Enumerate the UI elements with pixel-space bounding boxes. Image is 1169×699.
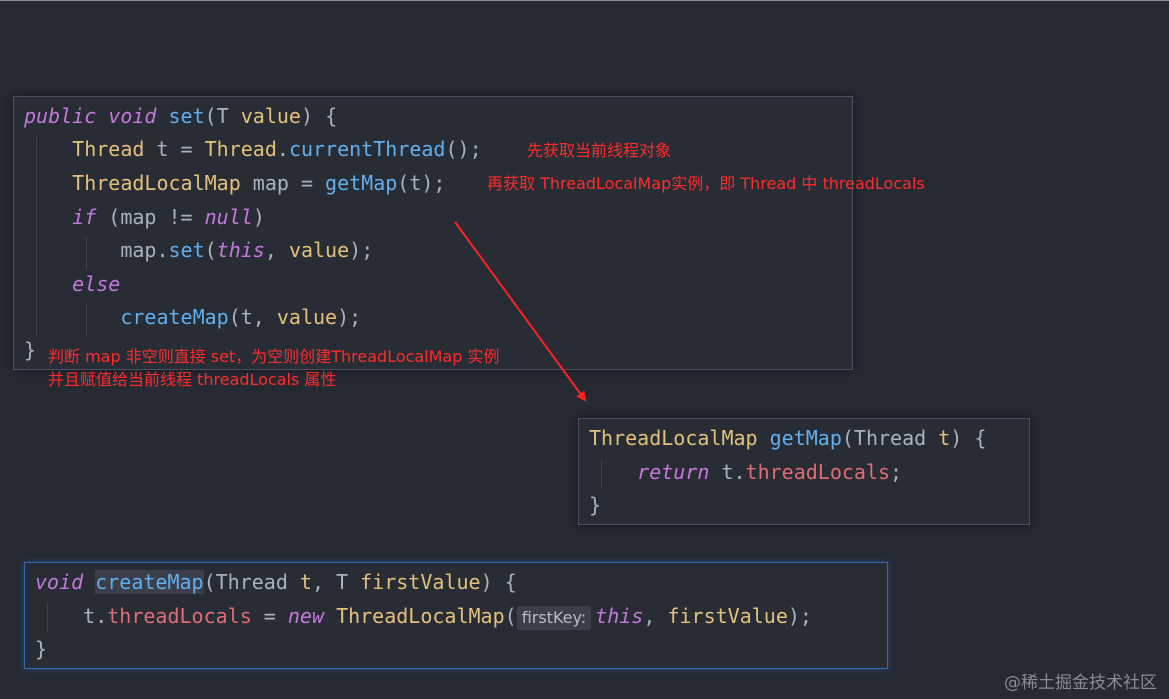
code-line[interactable]: if (map != null) bbox=[24, 201, 265, 234]
code-token: (Thread bbox=[841, 426, 939, 450]
code-token: ThreadLocalMap bbox=[72, 171, 241, 195]
code-token: this bbox=[595, 604, 644, 628]
code-token: , bbox=[264, 238, 289, 262]
code-token: value bbox=[288, 238, 350, 262]
code-token: t. bbox=[709, 460, 746, 484]
code-token: return bbox=[637, 460, 710, 484]
code-token: ThreadLocalMap bbox=[589, 426, 758, 450]
annotation-get-map: 再获取 ThreadLocalMap实例，即 Thread 中 threadLo… bbox=[487, 174, 925, 193]
code-token: (Thread bbox=[203, 570, 300, 594]
code-token: Thread bbox=[72, 137, 145, 161]
code-token: getMap bbox=[325, 171, 398, 195]
code-token: ); bbox=[787, 604, 812, 628]
code-token: } bbox=[24, 338, 37, 362]
code-line[interactable]: createMap(t, value); bbox=[24, 301, 361, 334]
code-token: (T bbox=[204, 104, 241, 128]
code-token: (map != bbox=[96, 205, 205, 229]
code-token: } bbox=[35, 637, 48, 661]
code-token: , T bbox=[311, 570, 361, 594]
code-token: map = bbox=[240, 171, 326, 195]
code-line[interactable]: void createMap(Thread t, T firstValue) { bbox=[35, 566, 517, 599]
indent-guide bbox=[36, 137, 37, 337]
code-line[interactable]: } bbox=[24, 334, 36, 367]
code-token: createMap bbox=[95, 570, 204, 594]
code-token: ) { bbox=[950, 426, 987, 450]
code-token: firstValue bbox=[667, 604, 788, 628]
code-panel-set-method: public void set(T value) { Thread t = Th… bbox=[13, 96, 853, 370]
code-token: public bbox=[24, 104, 97, 128]
code-token: ThreadLocalMap bbox=[336, 604, 505, 628]
code-token: } bbox=[589, 493, 602, 517]
code-token: t. bbox=[83, 604, 108, 628]
code-panel-createmap-method: void createMap(Thread t, T firstValue) {… bbox=[24, 562, 888, 669]
code-token: new bbox=[287, 604, 325, 628]
code-token: else bbox=[72, 272, 121, 296]
code-line[interactable]: return t.threadLocals; bbox=[589, 456, 902, 489]
annotation-current-thread: 先获取当前线程对象 bbox=[527, 141, 672, 160]
code-token: ) { bbox=[480, 570, 517, 594]
code-token: getMap bbox=[769, 426, 842, 450]
parameter-hint: firstKey: bbox=[516, 606, 592, 630]
watermark: @稀土掘金技术社区 bbox=[1004, 673, 1157, 693]
annotation-set-or-create-line2: 并且赋值给当前线程 threadLocals 属性 bbox=[48, 370, 337, 389]
code-token: t bbox=[938, 426, 951, 450]
indent-guide bbox=[601, 459, 602, 489]
code-token: currentThread bbox=[288, 137, 446, 161]
code-token: t = bbox=[144, 137, 205, 161]
code-token: void bbox=[108, 104, 157, 128]
code-token: createMap bbox=[120, 305, 229, 329]
code-token: = bbox=[251, 604, 288, 628]
code-token: threadLocals bbox=[107, 604, 252, 628]
code-token: null bbox=[204, 205, 253, 229]
code-token: ; bbox=[890, 460, 903, 484]
code-line[interactable]: map.set(this, value); bbox=[24, 234, 373, 267]
code-token: ( bbox=[504, 604, 517, 628]
code-token: ( bbox=[204, 238, 217, 262]
code-line[interactable]: public void set(T value) { bbox=[24, 100, 337, 133]
code-token: threadLocals bbox=[745, 460, 891, 484]
code-token: if bbox=[72, 205, 97, 229]
indent-guide bbox=[86, 237, 87, 270]
code-token: ); bbox=[337, 305, 362, 329]
code-token: value bbox=[240, 104, 301, 128]
code-token: t bbox=[299, 570, 312, 594]
code-line[interactable]: ThreadLocalMap map = getMap(t); bbox=[24, 167, 445, 200]
code-line[interactable]: else bbox=[24, 268, 120, 301]
indent-guide bbox=[47, 603, 48, 633]
code-token: (t); bbox=[397, 171, 446, 195]
arrow-line bbox=[454, 221, 587, 402]
indent-guide bbox=[86, 304, 87, 337]
code-token: value bbox=[276, 305, 338, 329]
code-line[interactable]: } bbox=[589, 489, 601, 522]
annotation-set-or-create-line1: 判断 map 非空则直接 set，为空则创建ThreadLocalMap 实例 bbox=[48, 347, 500, 366]
code-token: set bbox=[168, 238, 205, 262]
code-line[interactable]: t.threadLocals = new ThreadLocalMap(firs… bbox=[35, 600, 812, 633]
code-line[interactable]: } bbox=[35, 633, 47, 666]
code-token: (t, bbox=[228, 305, 277, 329]
code-token: ) bbox=[252, 205, 265, 229]
code-token: (); bbox=[445, 137, 482, 161]
code-line[interactable]: ThreadLocalMap getMap(Thread t) { bbox=[589, 422, 986, 455]
code-panel-getmap-method: ThreadLocalMap getMap(Thread t) { return… bbox=[578, 418, 1030, 525]
code-token: ); bbox=[349, 238, 374, 262]
code-token: Thread bbox=[204, 137, 277, 161]
code-token: this bbox=[216, 238, 265, 262]
code-token: void bbox=[35, 570, 84, 594]
window-top-border bbox=[0, 0, 1169, 1]
code-token: set bbox=[168, 104, 205, 128]
code-token: , bbox=[643, 604, 668, 628]
code-token: . bbox=[276, 137, 289, 161]
code-token: firstValue bbox=[360, 570, 481, 594]
code-token: map. bbox=[120, 238, 169, 262]
code-token: ) { bbox=[300, 104, 338, 128]
code-line[interactable]: Thread t = Thread.currentThread(); bbox=[24, 133, 482, 166]
